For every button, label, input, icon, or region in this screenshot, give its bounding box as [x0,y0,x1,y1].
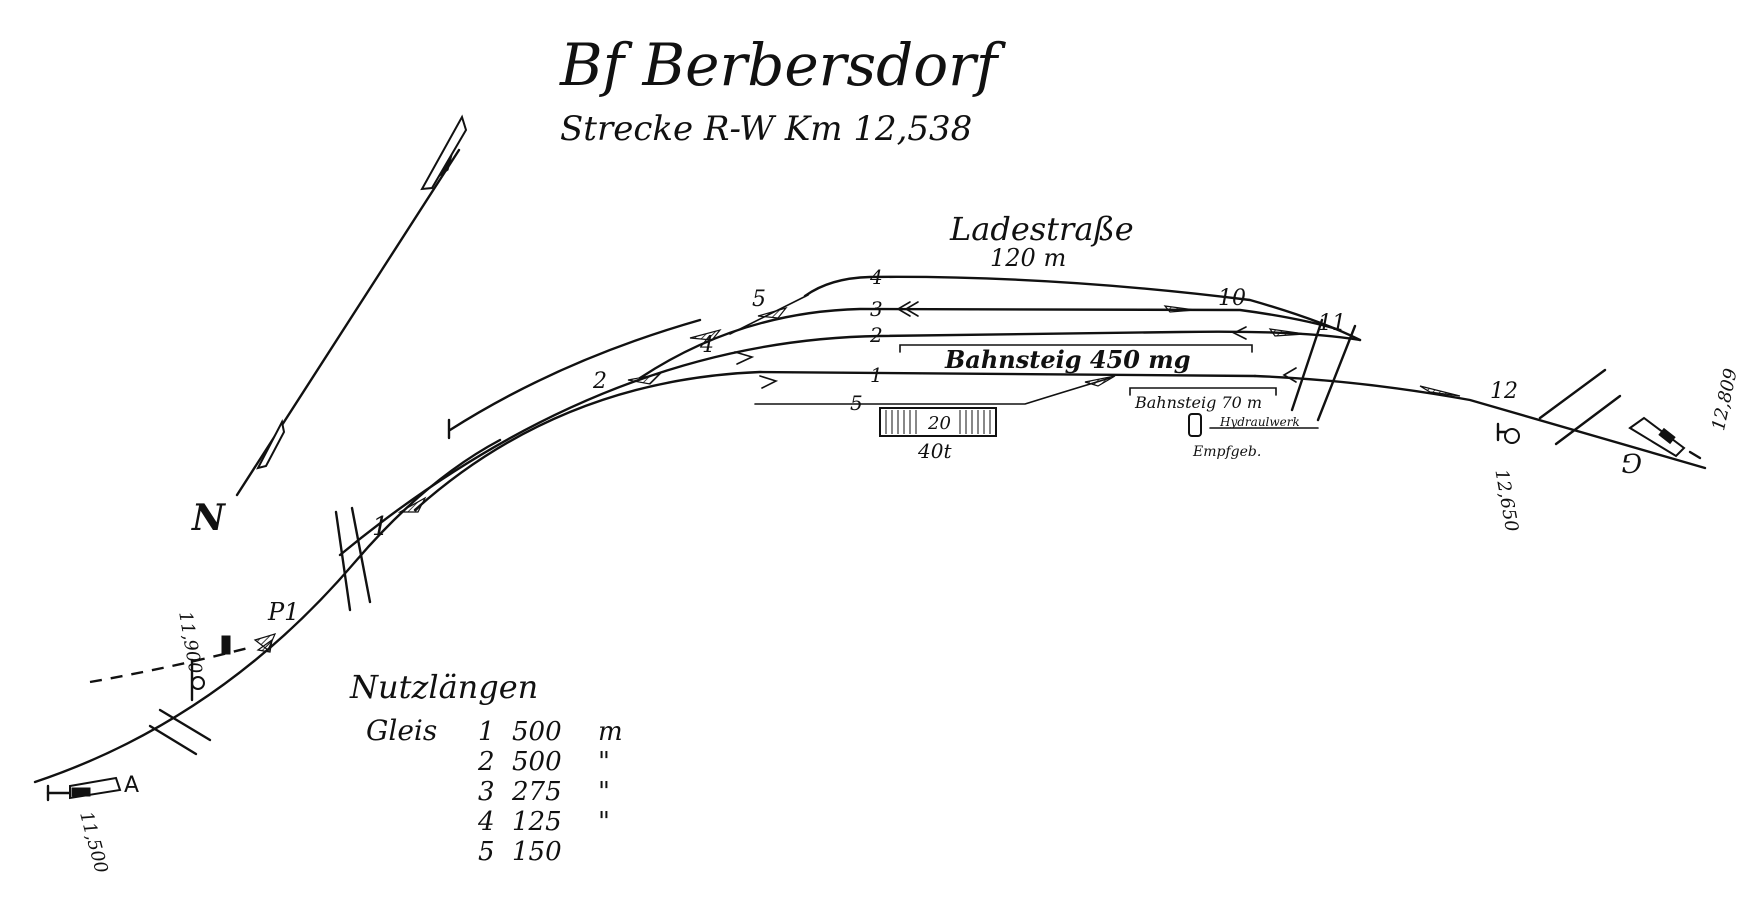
north-arrow [235,114,468,497]
track-label-5: 5 [850,391,863,415]
track-scale-capacity: 40t [917,439,952,463]
usable-length-length: 125 [512,807,562,837]
line-subtitle: Strecke R-W Km 12,538 [560,109,972,149]
usable-lengths-table: Nutzlängen Gleis 1 500 m 2 500 " 3 275 " 4 125 " 5 15… [349,668,623,867]
loading-road-length: 120 m [990,244,1066,272]
signal-p1-label: P1 [267,598,299,626]
km-west: 11,500 [75,809,112,875]
usable-lengths-rows: 1 500 m 2 500 " 3 275 " 4 125 " 5 150 [477,717,623,867]
switch-2: 2 [592,369,607,394]
track-label-1: 1 [870,363,883,387]
loading-siding [448,318,702,432]
distant-signal-east [1496,422,1520,444]
usable-length-track: 1 [478,717,495,747]
signal-a-label: A [124,773,139,798]
track-scale [879,407,997,437]
usable-length-track: 3 [478,777,495,807]
usable-length-track: 2 [477,747,495,777]
usable-length-unit: m [598,717,623,747]
secondary-platform-label: Bahnsteig 70 m [1134,393,1262,412]
distant-signal-west [89,646,249,702]
signal-g [1628,416,1702,460]
usable-length-unit: " [598,807,610,837]
signal-g-label: G [1621,447,1642,477]
switch-4: 4 [699,333,714,358]
level-crossings [148,318,1622,756]
north-label: N [191,497,227,539]
usable-length-length: 150 [512,837,562,867]
km-distant-east: 12,650 [1490,468,1522,534]
track-label-2: 2 [869,323,883,347]
km-east: 12,809 [1708,367,1742,433]
usable-length-unit: " [598,777,610,807]
hook-label: Hydraulwerk [1219,415,1300,429]
signal-a [46,776,122,802]
switch-10: 10 [1218,286,1246,311]
switch-blades [256,305,1461,653]
usable-length-length: 500 [512,717,562,747]
switch-12: 12 [1490,379,1518,404]
usable-length-track: 5 [478,837,495,867]
track-label-3: 3 [870,297,883,321]
switch-11: 11 [1318,311,1346,336]
track-label-4: 4 [869,265,883,289]
track-3 [638,307,1342,380]
station-title: Bf Berbersdorf [559,31,1007,99]
station-building-label: Empfgeb. [1192,444,1261,460]
usable-length-length: 500 [512,747,562,777]
switch-1: 1 [372,512,389,542]
loading-road-label: Ladestraße [949,210,1134,248]
direction-arrows [734,301,1297,389]
usable-length-unit: " [598,747,610,777]
track-4 [803,275,1362,342]
track-scale-label: 20 [927,413,951,434]
switch-5: 5 [752,287,766,312]
main-platform-label: Bahnsteig 450 mg [944,345,1190,374]
track-5 [754,377,1111,405]
usable-length-track: 4 [477,807,495,837]
main-platform [899,344,1253,353]
station-building [1188,413,1319,437]
signal-p1 [221,633,277,655]
usable-length-length: 275 [511,777,562,807]
gleis-label: Gleis [366,714,437,747]
main-line [33,370,1707,784]
usable-lengths-heading: Nutzlängen [349,668,538,706]
secondary-platform [1129,387,1277,396]
